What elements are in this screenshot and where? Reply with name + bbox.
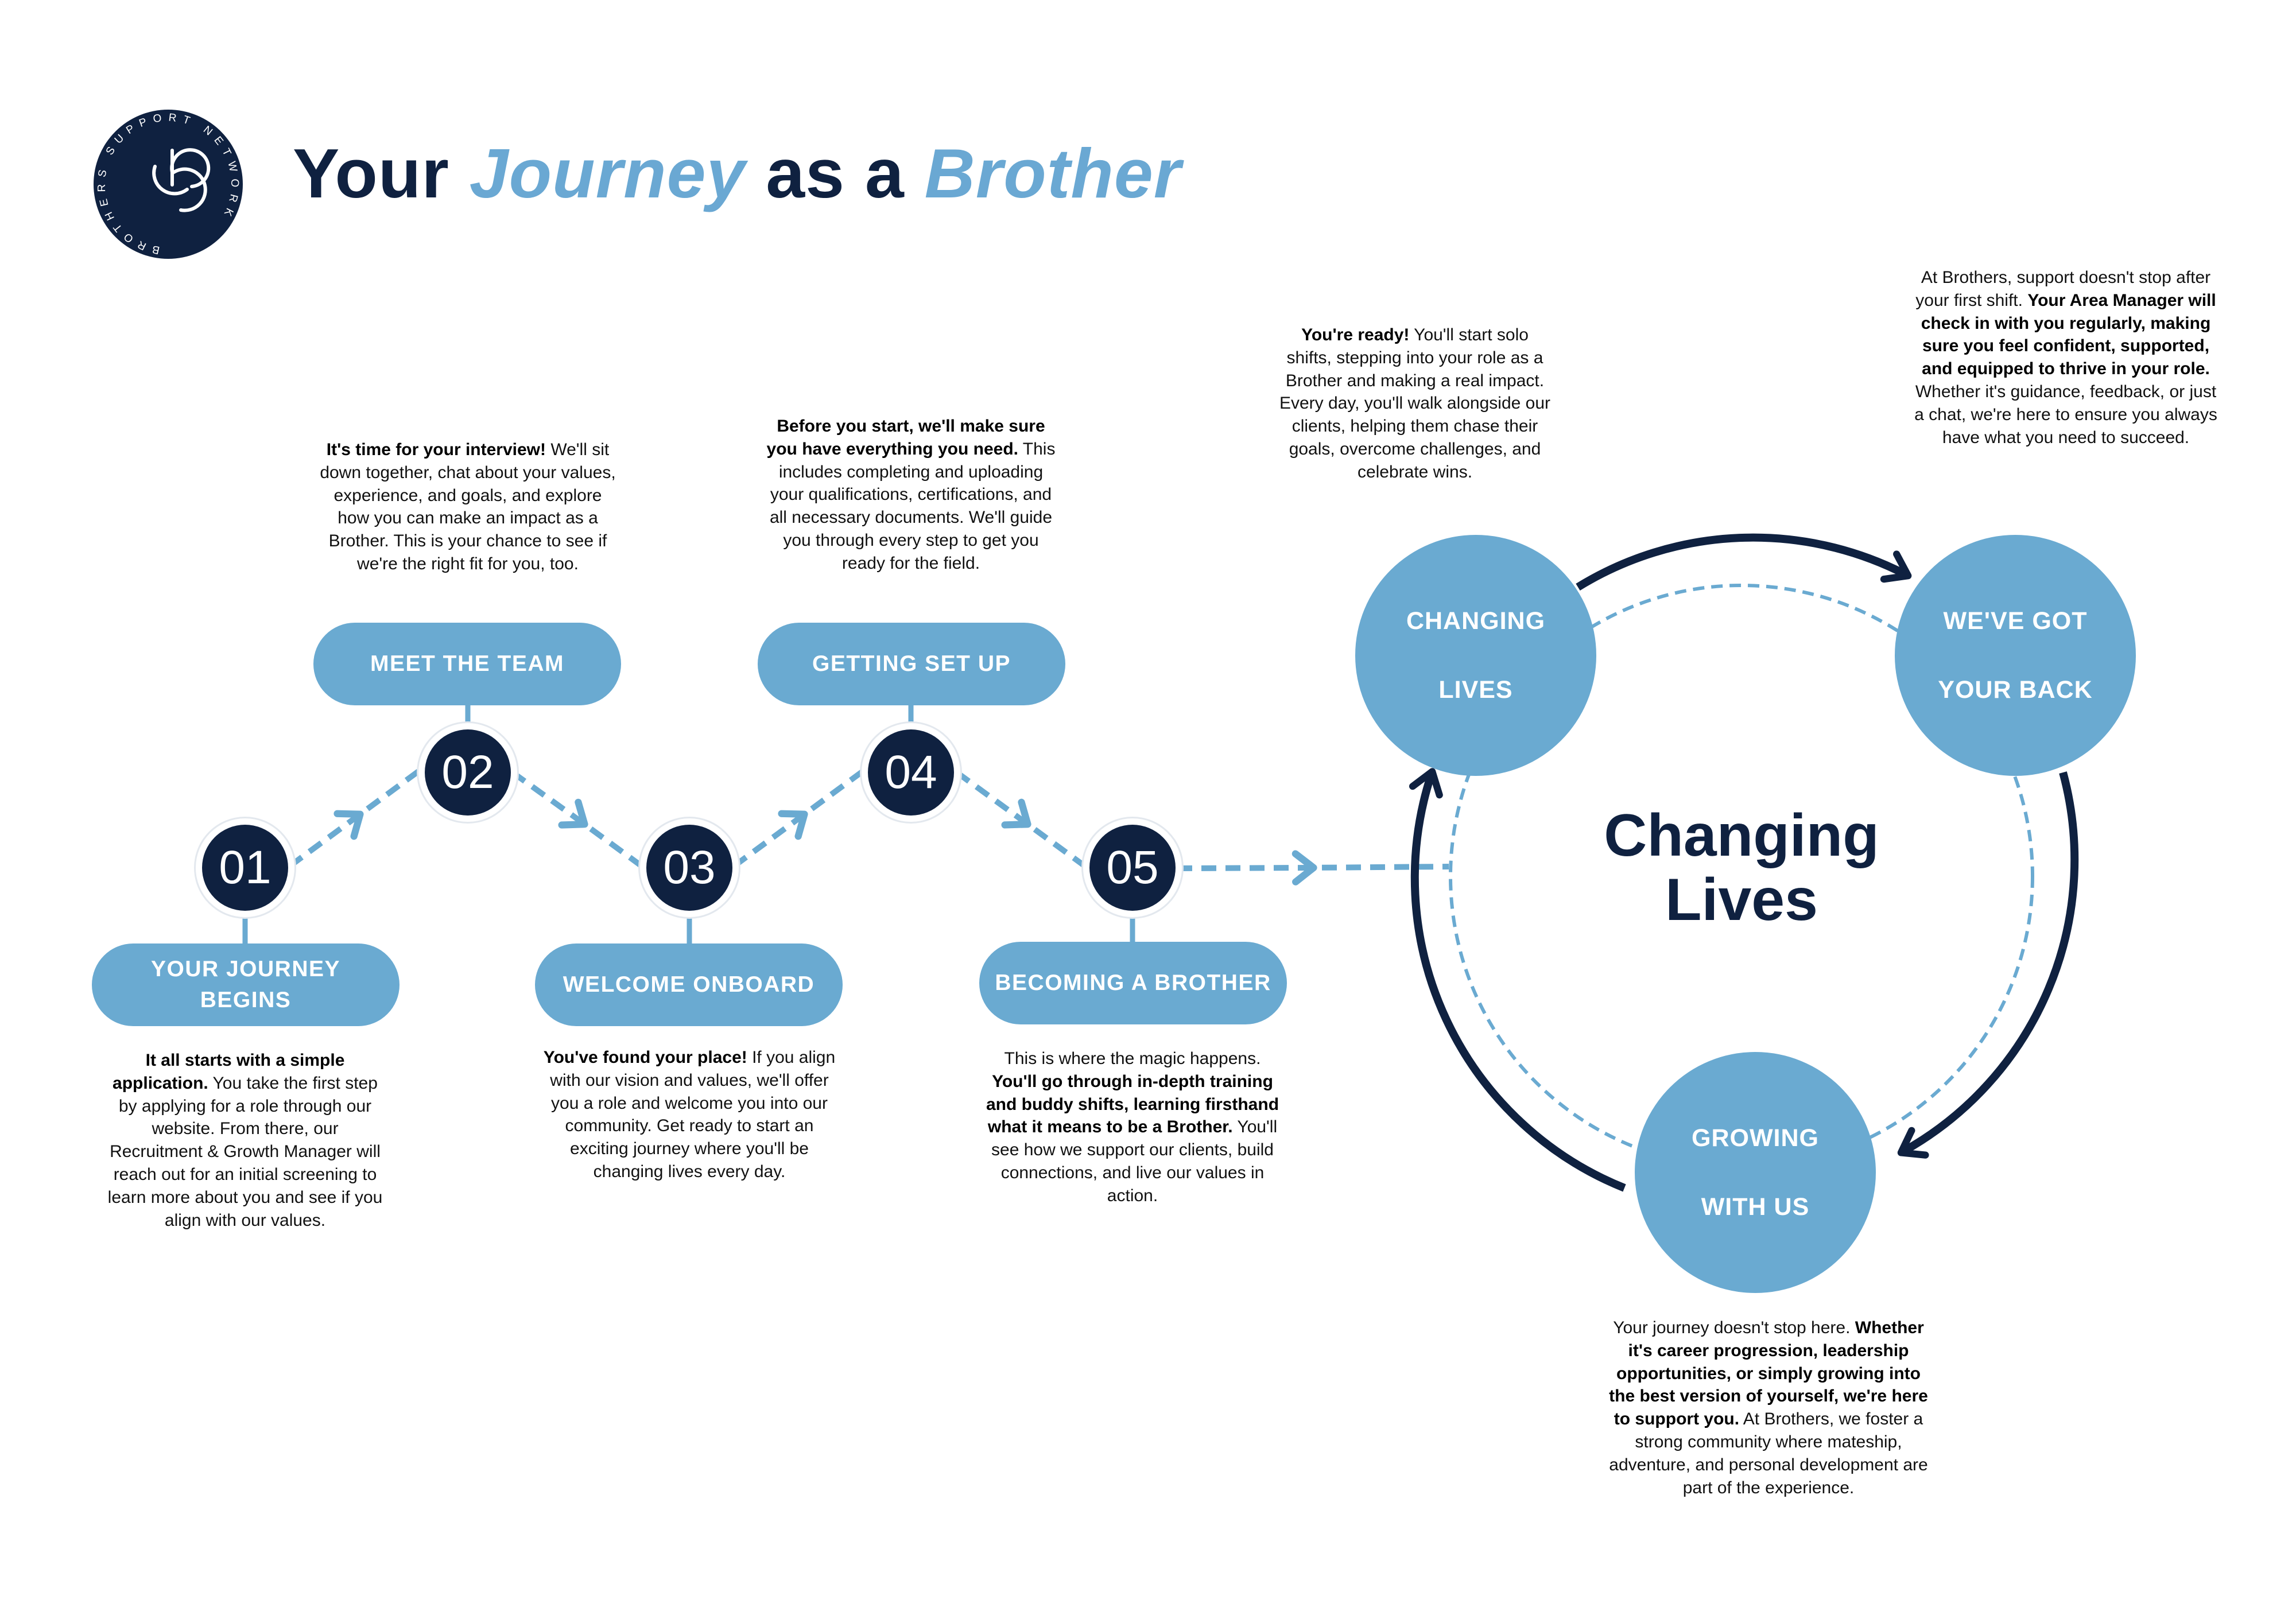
step-02-number: 02 bbox=[425, 729, 511, 816]
step-04-number: 04 bbox=[868, 729, 954, 816]
step-03-description: You've found your place! If you align wi… bbox=[543, 1048, 836, 1181]
changing-lives-description: You're ready! You'll start solo shifts, … bbox=[1279, 325, 1551, 482]
step-04-pill: GETTING SET UP bbox=[758, 623, 1065, 705]
weve-got-your-back-description: At Brothers, support doesn't stop after … bbox=[1914, 268, 2217, 447]
connector-03-04 bbox=[732, 767, 867, 869]
step-01-number: 01 bbox=[202, 825, 288, 911]
cycle-arrow-2 bbox=[1897, 771, 2079, 1159]
cycle-arrow-1 bbox=[1576, 533, 1912, 591]
step-04-description: Before you start, we'll make sure you ha… bbox=[766, 417, 1056, 573]
step-02-pill: MEET THE TEAM bbox=[313, 623, 621, 705]
connector-02-03 bbox=[511, 770, 648, 872]
step-02-description: It's time for your interview! We'll sit … bbox=[320, 440, 616, 573]
step-03-pill: WELCOME ONBOARD bbox=[535, 943, 843, 1026]
growing-with-us-description: Your journey doesn't stop here. Whether … bbox=[1609, 1318, 1928, 1497]
cycle-dashed-ring bbox=[1449, 584, 2034, 1169]
b-monogram-icon bbox=[152, 148, 211, 212]
cycle-arrow-3 bbox=[1409, 768, 1626, 1192]
connector-01-02 bbox=[288, 767, 422, 869]
connector-05-cycle bbox=[1177, 850, 1449, 886]
step-05-number: 05 bbox=[1089, 825, 1176, 911]
step-01-description: It all starts with a simple application.… bbox=[107, 1051, 383, 1230]
step-05-description: This is where the magic happens. You'll … bbox=[986, 1049, 1279, 1205]
connector-04-05 bbox=[955, 770, 1091, 872]
step-03-number: 03 bbox=[646, 825, 732, 911]
page-title: Your Journey as a Brother bbox=[293, 134, 1182, 212]
step-05-pill: BECOMING A BROTHER bbox=[979, 942, 1287, 1024]
step-ticks bbox=[242, 704, 1135, 943]
logo: BROTHERS SUPPORT NETWORK bbox=[94, 110, 243, 259]
